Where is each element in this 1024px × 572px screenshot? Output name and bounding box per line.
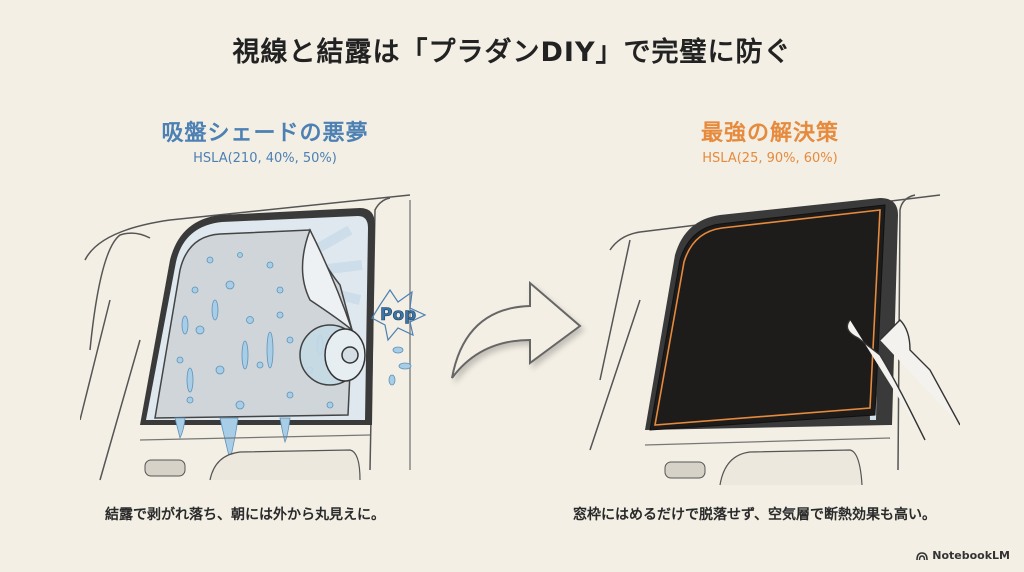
brand-name: NotebookLM bbox=[932, 549, 1010, 562]
right-panel-color-label: HSLA(25, 90%, 60%) bbox=[702, 151, 838, 166]
left-panel-header: 吸盤シェードの悪夢 HSLA(210, 40%, 50%) bbox=[120, 115, 410, 166]
right-caption: 窓枠にはめるだけで脱落せず、空気層で断熱効果も高い。 bbox=[573, 507, 937, 523]
left-panel-heading: 吸盤シェードの悪夢 bbox=[161, 121, 369, 146]
right-panel-header: 最強の解決策 HSLA(25, 90%, 60%) bbox=[650, 115, 890, 166]
suction-shade-illustration: Pop bbox=[80, 194, 427, 481]
right-panel-heading: 最強の解決策 bbox=[700, 121, 839, 146]
pladan-shade-illustration bbox=[589, 194, 960, 486]
notebooklm-logo-icon bbox=[916, 551, 929, 560]
left-caption: 結露で剥がれ落ち、朝には外から丸見えに。 bbox=[105, 507, 385, 523]
brand-badge: NotebookLM bbox=[916, 549, 1010, 562]
pop-text: Pop bbox=[380, 305, 416, 325]
curved-arrow-icon bbox=[451, 280, 582, 379]
left-panel-color-label: HSLA(210, 40%, 50%) bbox=[193, 151, 337, 166]
page-title: 視線と結露は「プラダンDIY」で完璧に防ぐ bbox=[232, 37, 792, 68]
